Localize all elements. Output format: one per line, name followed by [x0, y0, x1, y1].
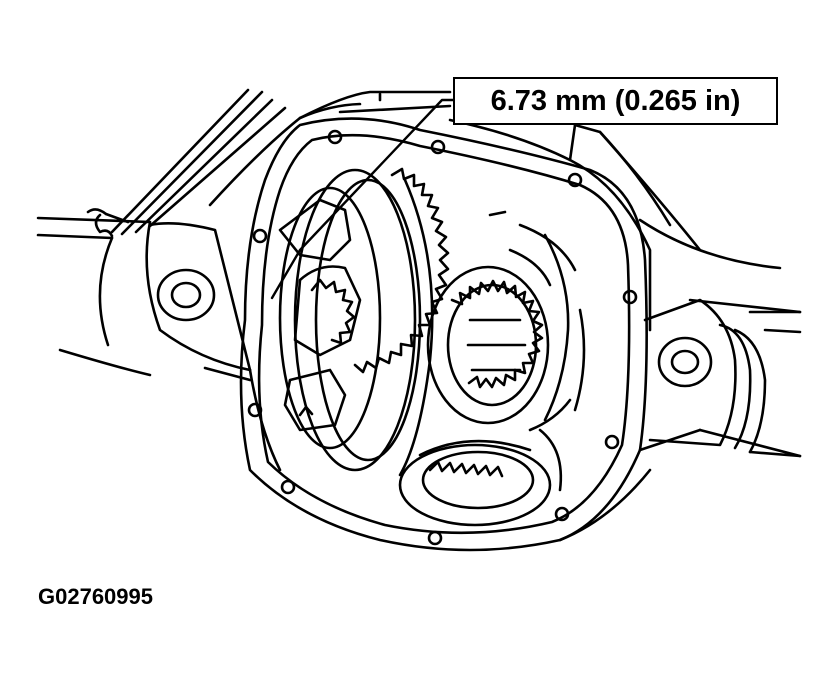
left-boss	[150, 223, 250, 370]
figure-id: G02760995	[38, 584, 153, 609]
right-internal	[490, 212, 584, 430]
left-axle-tube	[38, 209, 250, 375]
callout-leader	[272, 100, 453, 298]
housing-outline	[210, 92, 800, 456]
ring-gear	[280, 169, 448, 475]
pinion-gear	[400, 430, 561, 525]
measurement-label: 6.73 mm (0.265 in)	[490, 84, 741, 117]
lower-housing	[205, 368, 700, 540]
differential-case-left	[280, 200, 360, 430]
cover-flange	[241, 119, 647, 550]
upper-bracket	[112, 90, 285, 234]
side-gear-assembly	[428, 267, 548, 423]
measurement-callout: 6.73 mm (0.265 in)	[453, 77, 778, 125]
bolt-holes	[249, 131, 636, 544]
right-axle-tube	[645, 300, 800, 456]
